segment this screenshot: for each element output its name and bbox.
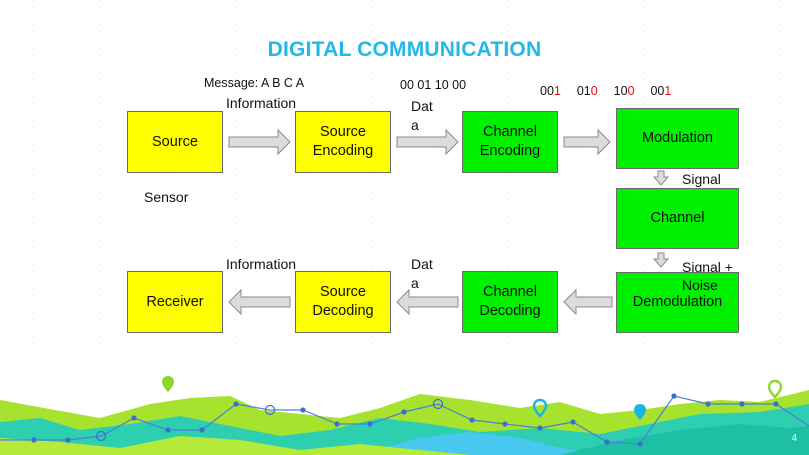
information-label-top: Information: [226, 95, 297, 111]
page-number: 4: [791, 433, 797, 444]
data-label-bottom-line1: Dat: [411, 256, 433, 272]
signal-noise-label-line2: Noise: [682, 277, 718, 293]
source-block: Source: [127, 111, 223, 173]
flow-arrows: [228, 128, 670, 316]
map-pin-icon: [634, 404, 646, 420]
signal-noise-label-line1: Signal +: [682, 259, 733, 275]
message-label: Message: A B C A: [204, 76, 305, 90]
channel-coded-bits: 001 010 100 001: [540, 84, 671, 98]
arrow-right-3: [563, 128, 611, 156]
information-label-bottom: Information: [226, 256, 297, 272]
arrow-left-3: [228, 288, 291, 316]
data-label-top-line1: Dat: [411, 98, 433, 114]
data-label-top-line2: a: [411, 117, 419, 133]
data-label-bottom-line2: a: [411, 275, 419, 291]
source-coded-bits: 00 01 10 00: [400, 78, 467, 92]
arrow-right-1: [228, 128, 291, 156]
codeword-3: 100: [613, 84, 635, 98]
arrow-left-1: [563, 288, 613, 316]
signal-label: Signal: [682, 171, 721, 187]
arrow-down-1: [652, 170, 670, 186]
arrow-right-2: [396, 128, 459, 156]
codeword-1: 001: [540, 84, 561, 98]
map-pin-icon: [532, 398, 548, 418]
sensor-label: Sensor: [144, 189, 189, 205]
slide-title: DIGITAL COMMUNICATION: [267, 38, 542, 61]
arrow-down-2: [652, 252, 670, 268]
decorative-landscape: [0, 376, 809, 455]
codeword-2: 010: [576, 84, 598, 98]
arrow-left-2: [396, 288, 459, 316]
receiver-block: Receiver: [127, 271, 223, 333]
map-pin-icon: [162, 376, 174, 392]
demodulation-block: Demodulation: [616, 272, 739, 333]
channel-block: Channel: [616, 188, 739, 249]
codeword-4: 001: [650, 84, 672, 98]
modulation-block: Modulation: [616, 108, 739, 169]
map-pin-icon: [767, 379, 783, 399]
